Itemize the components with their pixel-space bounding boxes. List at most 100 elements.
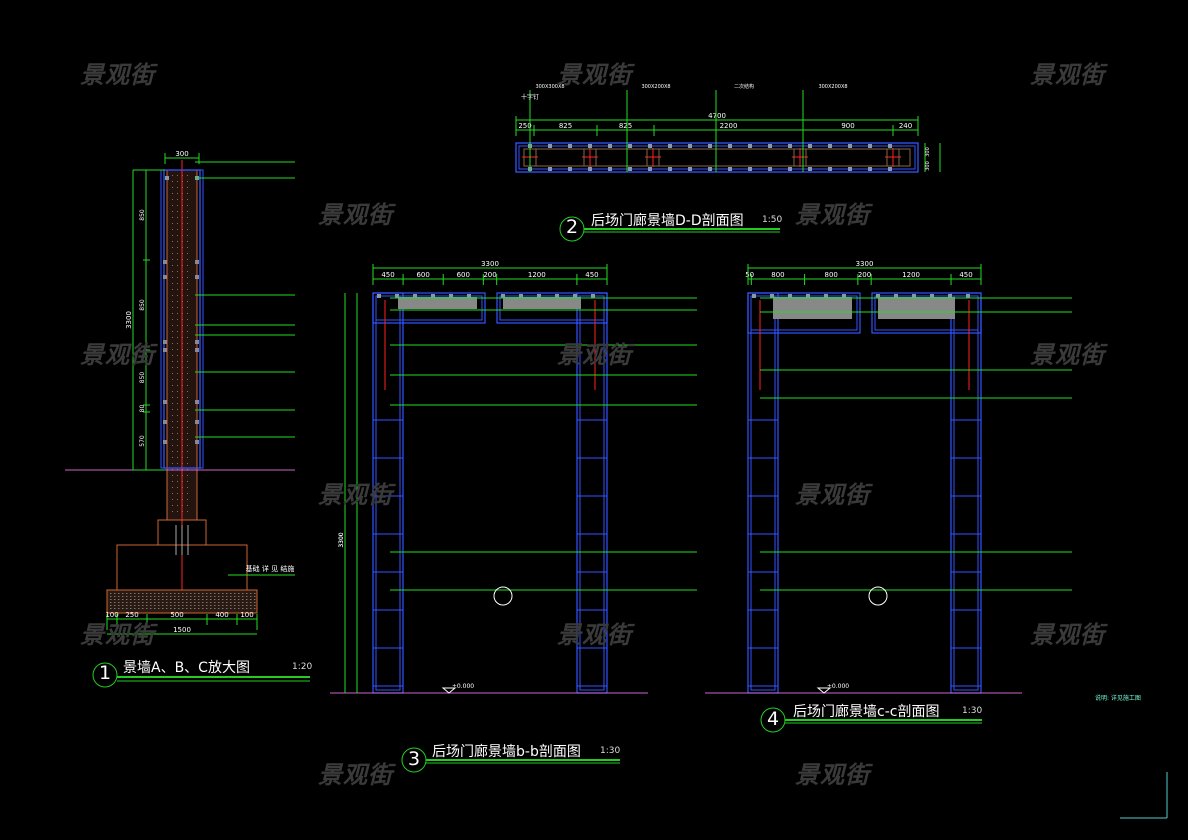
fill-dot bbox=[187, 409, 188, 410]
fill-dot bbox=[177, 289, 178, 290]
gravel bbox=[146, 596, 148, 597]
gravel bbox=[182, 605, 184, 606]
dimension-total: 3300 bbox=[338, 532, 345, 547]
annotation-text: 二次结构 bbox=[734, 83, 754, 90]
gravel bbox=[242, 593, 244, 594]
gravel bbox=[198, 602, 200, 603]
gravel bbox=[150, 605, 152, 606]
gravel bbox=[230, 599, 232, 600]
gravel bbox=[110, 608, 112, 609]
bolt bbox=[548, 144, 552, 148]
bolt bbox=[748, 144, 752, 148]
gravel bbox=[174, 599, 176, 600]
bolt bbox=[395, 294, 399, 298]
fill-dot bbox=[172, 181, 173, 182]
bolt bbox=[608, 167, 612, 171]
gravel bbox=[170, 599, 172, 600]
gravel bbox=[206, 605, 208, 606]
drawing-title-2: 后场门廊景墙D-D剖面图 bbox=[591, 213, 744, 229]
gravel bbox=[158, 608, 160, 609]
fill-dot bbox=[187, 499, 188, 500]
bolt bbox=[828, 144, 832, 148]
fill-dot bbox=[172, 235, 173, 236]
fill-dot bbox=[172, 403, 173, 404]
gravel bbox=[134, 602, 136, 603]
gravel bbox=[170, 596, 172, 597]
fill-dot bbox=[187, 349, 188, 350]
gravel bbox=[138, 596, 140, 597]
left-pillar bbox=[747, 292, 779, 694]
dimension-text: 825 bbox=[619, 122, 632, 130]
gravel bbox=[142, 605, 144, 606]
bolt bbox=[519, 294, 523, 298]
drawing-title-4: 后场门廊景墙c-c剖面图 bbox=[793, 704, 940, 720]
bolt bbox=[728, 144, 732, 148]
bolt bbox=[165, 176, 169, 180]
fill-dot bbox=[187, 457, 188, 458]
side-note: 说明: 详见施工图 bbox=[1095, 695, 1141, 702]
fill-dot bbox=[172, 343, 173, 344]
gravel bbox=[114, 593, 116, 594]
detail-callout bbox=[868, 586, 888, 606]
dimension-text: 400 bbox=[215, 611, 228, 619]
fill-dot bbox=[172, 253, 173, 254]
gravel bbox=[130, 593, 132, 594]
gravel bbox=[166, 602, 168, 603]
bolt bbox=[588, 167, 592, 171]
fill-dot bbox=[177, 463, 178, 464]
gravel bbox=[110, 599, 112, 600]
fill-dot bbox=[187, 481, 188, 482]
drawing-scale-3: 1:30 bbox=[600, 746, 621, 756]
gravel bbox=[138, 602, 140, 603]
fill-dot bbox=[187, 259, 188, 260]
gravel bbox=[238, 608, 240, 609]
bolt bbox=[163, 420, 167, 424]
gravel bbox=[186, 599, 188, 600]
top-beam-right bbox=[871, 292, 982, 334]
fill-dot bbox=[177, 457, 178, 458]
gravel bbox=[234, 602, 236, 603]
drawing-scale-1: 1:20 bbox=[292, 662, 313, 672]
gravel bbox=[242, 605, 244, 606]
fill-dot bbox=[177, 331, 178, 332]
gravel bbox=[162, 608, 164, 609]
fill-dot bbox=[177, 445, 178, 446]
fill-dot bbox=[177, 475, 178, 476]
gravel bbox=[254, 596, 256, 597]
bolt bbox=[788, 144, 792, 148]
fill-dot bbox=[177, 193, 178, 194]
gravel bbox=[210, 593, 212, 594]
gravel bbox=[214, 593, 216, 594]
wall-cladding-outer bbox=[160, 169, 204, 469]
gravel bbox=[202, 599, 204, 600]
fill-dot bbox=[187, 427, 188, 428]
bolt bbox=[808, 144, 812, 148]
fill-dot bbox=[172, 421, 173, 422]
bolt bbox=[788, 167, 792, 171]
gravel bbox=[210, 596, 212, 597]
fill-dot bbox=[187, 253, 188, 254]
gravel bbox=[138, 608, 140, 609]
gravel bbox=[214, 602, 216, 603]
bolt bbox=[501, 294, 505, 298]
gravel bbox=[202, 608, 204, 609]
gravel bbox=[174, 593, 176, 594]
gravel bbox=[126, 602, 128, 603]
fill-dot bbox=[177, 199, 178, 200]
gravel bbox=[158, 602, 160, 603]
fill-dot bbox=[177, 205, 178, 206]
fill-dot bbox=[172, 409, 173, 410]
dimension-text: 450 bbox=[585, 271, 598, 279]
dimension-text: 200 bbox=[483, 271, 496, 279]
fill-dot bbox=[172, 283, 173, 284]
fill-dot bbox=[177, 511, 178, 512]
fill-dot bbox=[177, 301, 178, 302]
gravel bbox=[218, 596, 220, 597]
bolt bbox=[948, 294, 952, 298]
foundation-label: 基础 详 见 结施 bbox=[246, 564, 295, 573]
dimension-text: 250 bbox=[518, 122, 531, 130]
bolt bbox=[842, 294, 846, 298]
gravel bbox=[162, 596, 164, 597]
